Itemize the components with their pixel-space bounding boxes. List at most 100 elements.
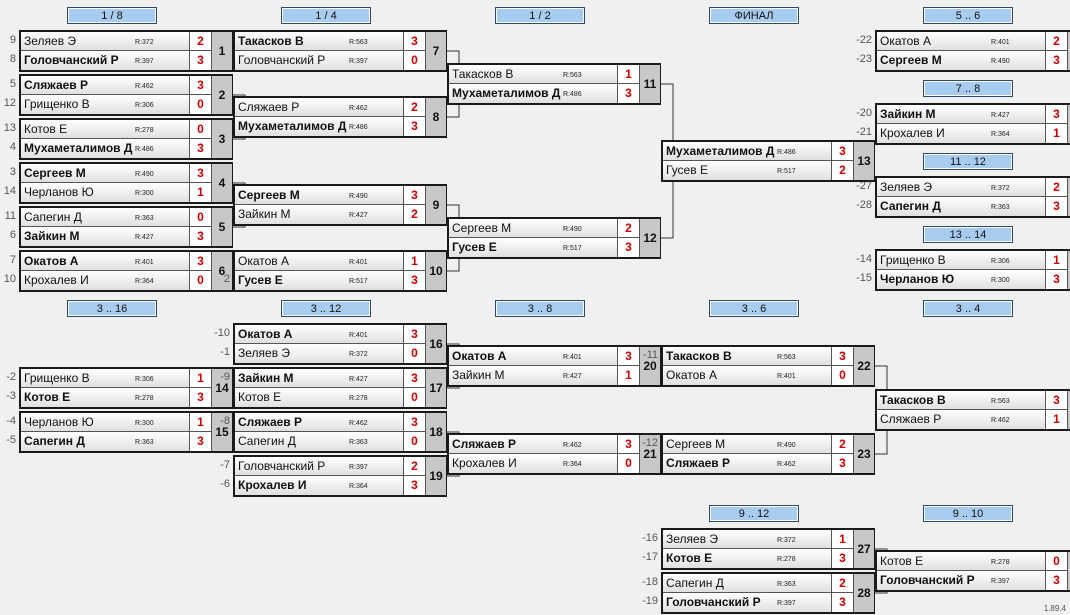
match-number: 22 — [853, 347, 874, 385]
player-rating: R:363 — [991, 204, 1010, 211]
player-name: Зеляев Э — [880, 180, 933, 194]
player-name: Зайкин М — [880, 107, 936, 121]
seed-label: -17 — [642, 551, 658, 563]
player-score: 0 — [403, 344, 425, 363]
player-score: 3 — [1045, 105, 1067, 124]
